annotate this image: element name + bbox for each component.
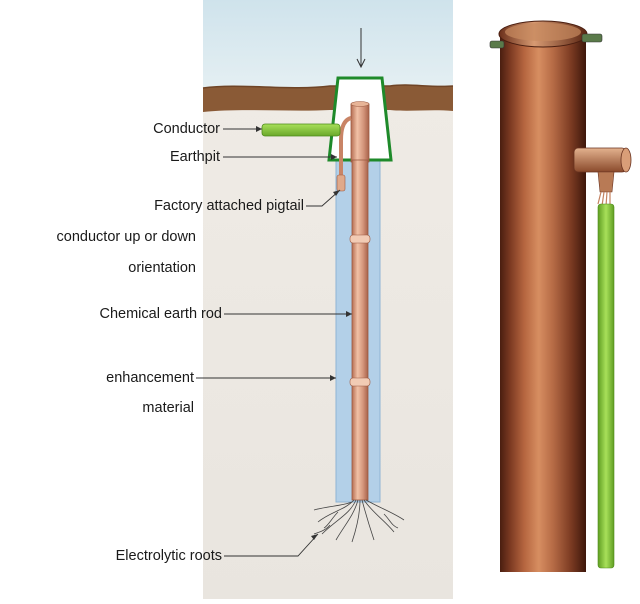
label-pigtail-line3: orientation <box>128 260 196 276</box>
soil-edge <box>202 84 454 89</box>
label-enhancement-line2: material <box>142 400 194 416</box>
label-enhancement-line1: enhancement <box>106 370 194 386</box>
closeup-green-conductor <box>597 203 615 569</box>
lug-icon <box>573 147 632 207</box>
rod-head <box>350 103 370 163</box>
pigtail-conductor <box>339 116 352 185</box>
sky-background <box>203 0 453 95</box>
soil-surface <box>203 85 453 112</box>
leader-lines <box>196 128 352 557</box>
green-conductor <box>261 123 341 137</box>
ground-background <box>203 95 453 599</box>
electrolytic-roots <box>313 499 405 543</box>
label-conductor: Conductor <box>153 121 220 137</box>
label-earthpit: Earthpit <box>170 149 220 165</box>
label-electrolytic-roots: Electrolytic roots <box>115 548 222 564</box>
pigtail-lug <box>336 174 346 192</box>
chemical-earth-rod <box>351 159 369 501</box>
label-chemical-earth-rod: Chemical earth rod <box>99 306 223 322</box>
label-pigtail-line2: conductor up or down <box>56 229 196 245</box>
leader-arrowheads <box>256 126 352 540</box>
label-pigtail-line1: Factory attached pigtail <box>154 198 304 214</box>
clamp-icon <box>489 33 603 49</box>
rod-joints <box>349 234 371 387</box>
closeup-rod-body <box>500 32 586 572</box>
down-arrow-icon <box>356 28 366 69</box>
rod-closeup <box>489 20 632 572</box>
